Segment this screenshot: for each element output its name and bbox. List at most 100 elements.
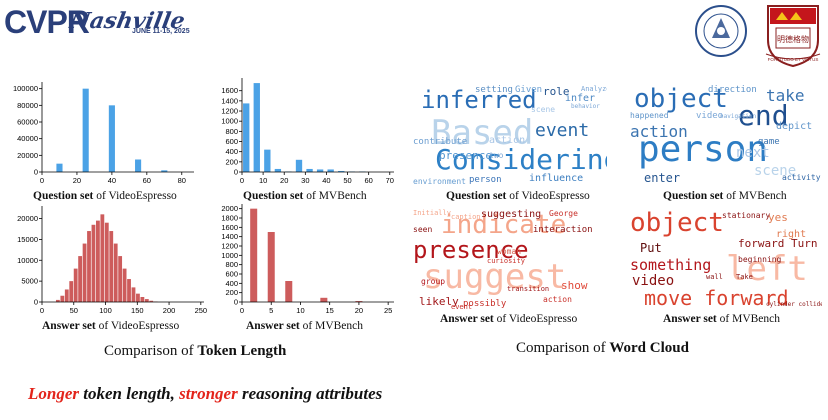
y-tick-label: 60000 [17, 118, 38, 127]
histogram-bar [250, 208, 258, 302]
chart-caption: Answer set of MVBench [246, 320, 364, 332]
y-tick-label: 5000 [21, 277, 38, 286]
wordcloud-word: take [766, 86, 805, 105]
wordcloud-word: forward Turn [738, 237, 818, 250]
wordcloud-word: object [630, 208, 724, 238]
wordcloud-word: video [696, 111, 724, 121]
histogram-bar [320, 297, 328, 302]
x-tick-label: 20 [280, 176, 288, 185]
y-tick-label: 400 [225, 147, 238, 156]
x-tick-label: 10 [296, 306, 304, 315]
university-seal-right: 明德格物 FORTITUDO ET VIRTUS [765, 5, 821, 68]
histogram-bar [118, 256, 123, 302]
wordcloud-word: cylinder collide [766, 301, 822, 308]
x-tick-label: 0 [40, 176, 44, 185]
wordcloud-word: environment [413, 177, 466, 186]
histogram-bar [264, 149, 271, 172]
histogram-bar [87, 231, 91, 302]
wordcloud-word: interaction [533, 225, 593, 235]
wordcloud-word: action [489, 135, 526, 146]
x-tick-label: 0 [40, 306, 44, 315]
x-tick-label: 15 [326, 306, 334, 315]
y-tick-label: 20000 [17, 214, 38, 223]
wordcloud-word: possibly [463, 299, 507, 309]
wordcloud-word: activity [782, 173, 821, 182]
histogram-bar [104, 222, 109, 302]
wordcloud-word: infer [565, 93, 596, 104]
wordcloud-word: indicate [441, 210, 567, 240]
wordcloud-word: Put [640, 241, 662, 255]
histogram-bar [140, 296, 145, 302]
wordcloud-word: Take [736, 273, 753, 281]
histogram-bar [253, 83, 260, 172]
wordcloud-word: action [630, 122, 688, 141]
histogram-bar [243, 103, 250, 172]
wordcloud-word: event [535, 120, 590, 141]
y-tick-label: 1000 [221, 251, 238, 260]
cvpr-logo-text: CVPR [4, 4, 90, 40]
histogram-bar [60, 295, 65, 302]
wordcloud-word: suggesting [481, 209, 542, 220]
histogram-bar [64, 289, 69, 302]
wordcloud-word: caption [451, 213, 481, 221]
x-tick-label: 60 [143, 176, 151, 185]
y-tick-label: 600 [225, 270, 238, 279]
histogram-bar [73, 268, 78, 302]
y-tick-label: 600 [225, 137, 238, 146]
y-tick-label: 40000 [17, 134, 38, 143]
wordcloud-word: woman [497, 247, 522, 256]
x-tick-label: 0 [240, 176, 244, 185]
chart-caption: Question set of VideoEspresso [33, 190, 177, 202]
word-cloud-subtitle: Comparison of Word Cloud [516, 340, 689, 356]
wordcloud-word: Initially [413, 209, 451, 217]
y-tick-label: 200 [225, 157, 238, 166]
wordcloud-word: Based [431, 113, 534, 153]
x-tick-label: 40 [322, 176, 330, 185]
histogram-bar [108, 105, 115, 172]
histogram-bar [100, 214, 105, 302]
histogram-bar [149, 300, 154, 302]
wordcloud-word: enter [644, 171, 681, 185]
histogram-bar [316, 169, 324, 172]
wordcloud-word: likely [419, 295, 459, 308]
wordcloud-word: seen [413, 225, 433, 234]
wordcloud-word: group [421, 277, 446, 286]
histogram-bar [355, 301, 363, 302]
x-tick-label: 30 [301, 176, 309, 185]
takeaway-longer: Longer [28, 384, 79, 403]
y-tick-label: 80000 [17, 101, 38, 110]
histogram-bar [267, 232, 275, 302]
wordcloud-word: right [776, 229, 807, 240]
wordcloud-word: presence [413, 236, 529, 264]
x-tick-label: 60 [364, 176, 372, 185]
y-tick-label: 0 [34, 168, 38, 177]
wordcloud-caption: Answer set of VideoEspresso [440, 313, 578, 325]
x-tick-label: 0 [240, 306, 244, 315]
x-tick-label: 20 [73, 176, 81, 185]
y-tick-label: 2000 [221, 204, 238, 213]
y-tick-label: 15000 [17, 235, 38, 244]
wordcloud-word: Given [515, 85, 543, 95]
histogram-bar [136, 293, 140, 302]
x-tick-label: 40 [108, 176, 116, 185]
y-tick-label: 200 [225, 288, 238, 297]
wordcloud-caption: Question set of VideoEspresso [446, 190, 590, 202]
wordcloud-word: event [451, 303, 473, 311]
histogram-bar [285, 281, 293, 302]
wordcloud-word: scene [754, 163, 797, 179]
y-tick-label: 1400 [221, 96, 238, 105]
histogram-bar [306, 168, 313, 172]
y-tick-label: 100000 [13, 84, 38, 93]
wordcloud-word: beginning [738, 255, 782, 264]
histogram-bar [144, 299, 149, 302]
wordcloud-word: setting [475, 85, 513, 95]
chart-caption: Question set of MVBench [243, 190, 367, 202]
seal-chars: 明德格物 [777, 34, 809, 44]
wordcloud-word: action [543, 295, 572, 304]
